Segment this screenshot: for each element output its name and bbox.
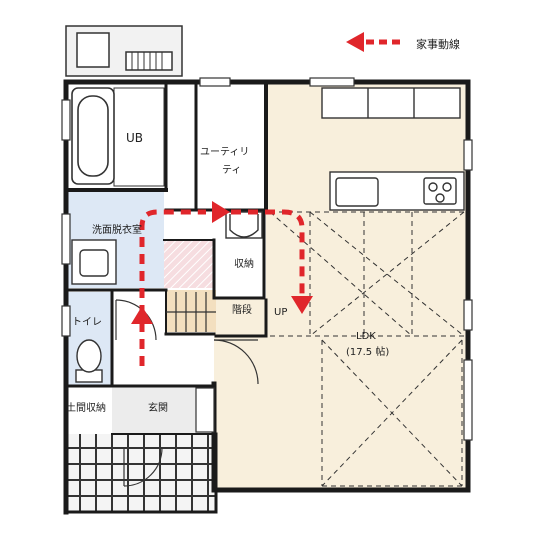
stairs — [166, 292, 216, 332]
windows — [61, 77, 473, 441]
ldk-floor — [266, 82, 466, 490]
kitchen — [321, 87, 465, 211]
room-label-utility-1: ユーティリ — [200, 147, 250, 158]
room-label-doma-storage: 土間収納 — [66, 403, 106, 414]
ldk-floor-left — [214, 298, 270, 490]
route-arrow-right — [212, 201, 230, 223]
room-label-utility-2: ティ — [222, 165, 242, 176]
room-label-stairs: 階段 — [232, 305, 252, 316]
legend-arrow — [346, 32, 404, 52]
room-label-ldk: LDK — [356, 331, 376, 342]
bathtub — [71, 87, 165, 187]
porch-tiles — [68, 434, 216, 512]
chore-route — [139, 209, 305, 366]
washing-machine — [225, 211, 263, 239]
room-label-up: UP — [274, 307, 288, 318]
pink-floor — [164, 240, 214, 288]
room-label-entrance: 玄関 — [148, 403, 168, 414]
room-label-ldk-size: (17.5 帖) — [346, 347, 390, 358]
ldk-ceiling-lines — [269, 211, 465, 487]
outdoor-area — [65, 25, 183, 77]
route-arrow-down — [291, 296, 313, 314]
stair-floor — [166, 290, 216, 332]
vanity — [71, 239, 117, 285]
entrance-shelf — [195, 387, 215, 433]
route-arrow-up — [131, 306, 153, 324]
room-label-toilet: トイレ — [72, 317, 102, 328]
room-label-storage: 収納 — [234, 259, 254, 270]
toilet-fixture — [75, 339, 103, 383]
room-label-ub: UB — [126, 131, 144, 145]
room-label-washroom: 洗面脱衣室 — [92, 225, 142, 236]
legend-label: 家事動線 — [416, 38, 460, 51]
